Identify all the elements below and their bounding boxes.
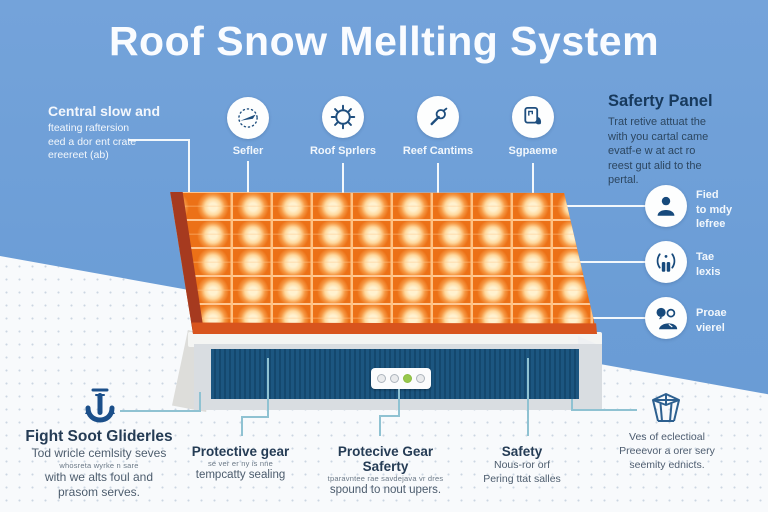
top-icon-label: Roof Sprlers [309,145,376,157]
bottom-item-line: seemity ednicts. [629,459,705,472]
indicator-light [390,374,399,383]
anchor-icon [80,386,120,435]
connector-line [437,163,439,222]
connector-line [199,392,201,412]
connector-line [379,415,400,417]
connector-line [571,409,637,411]
right-item-label: Tae lexis [696,250,768,279]
person-chat-icon [645,297,687,339]
control-panel [371,368,431,389]
label-line: lefree [696,218,726,231]
label-line: lexis [696,265,721,278]
connector-line [592,317,647,319]
safety-note-line: pertal. [608,174,639,187]
connector-line [379,415,381,436]
label-line: Proae [696,307,727,319]
left-note-line: fteating raftersion [48,122,130,134]
person-icon [645,185,687,227]
house-fascia [188,332,602,347]
safety-note-line: evatf-e w at act ro [608,145,696,158]
bottom-item-line: Preeevor a orer sery [619,445,715,458]
right-item-label: Fied to mdy lefree [696,188,768,232]
bottom-item-line: se ver er ny is nne [207,459,274,468]
safety-note-line: Trat retive attuat the [608,116,707,128]
roof-tiles [170,192,597,334]
indicator-light [403,374,412,383]
top-icon-label: Sgpaeme [508,145,558,157]
label-line: to mdy [696,203,733,216]
label-line: Fied [696,189,719,201]
bottom-item: Fight Soot Gliderles Tod wricle cemlsity… [10,428,188,500]
top-icon-label: Reef Cantims [402,145,474,157]
connector-line [120,410,201,412]
bottom-item-line: tparavntee rae savdejava vr dres [327,474,444,483]
indicator-light [416,374,425,383]
bottom-item: Safety Nous-ror orf Pering ttat salles [474,444,570,486]
heated-roof [168,168,600,336]
connector-line [580,261,647,263]
safety-note-line: reest gut alid to the [608,159,702,172]
panel-lever-icon [512,96,554,138]
connector-line [241,416,269,418]
bottom-item-heading: Fight Soot Gliderles [25,428,173,445]
connector-line [567,205,647,207]
top-icon-label: Sefler [232,145,264,157]
gauge-icon [227,97,269,139]
connector-line [342,163,344,203]
bottom-item-line: spound to nout upers. [329,484,442,497]
label-line: vierel [696,321,725,334]
wrench-icon [417,96,459,138]
connector-line [241,416,243,436]
bottom-item-heading: Protective gear [191,444,290,459]
bottom-item: Protective gear se ver er ny is nne temp… [183,444,298,483]
right-item-label: Proae vierel [696,306,768,335]
connector-line [188,139,190,213]
bottom-item-line: prasom serves. [57,485,141,500]
connector-line [267,358,269,418]
left-note-line: eed a dor ent crate [48,135,137,148]
bottom-item-line: Ves of eclectioal [629,431,705,443]
roof-eave [191,322,597,334]
bottom-item-line: tempcatty sealing [195,469,286,482]
person-brackets-icon [645,241,687,283]
connector-line [527,358,529,436]
connector-line [571,399,573,411]
bottom-item-line: Nous-ror orf [493,459,550,471]
bottom-item-line: Pering ttat salles [483,472,561,485]
connector-line [398,389,400,417]
left-note-line: ereereet (ab) [48,149,109,162]
connector-line [247,161,249,223]
label-line: Tae [696,251,715,263]
safety-panel-heading: Saferty Panel [608,92,713,110]
bottom-item-line: whosreta wyrke n sare [59,461,139,470]
safety-panel-note: Saferty Panel Trat retive attuat the wit… [608,92,766,188]
left-note-heading: Central slow and [48,103,161,119]
page-title: Roof Snow Mellting System [108,18,660,64]
cage-icon [648,390,684,433]
left-note: Central slow and fteating raftersion eed… [48,103,208,163]
bottom-item: Protecive Gear Saferty tparavntee rae sa… [318,444,453,498]
bottom-item-line: with we alts foul and [44,470,154,485]
connector-line [128,139,190,141]
bottom-item: Ves of eclectioal Preeevor a orer sery s… [598,430,736,473]
bottom-item-heading: Protecive Gear Saferty [337,444,434,474]
connector-line [532,163,534,203]
bottom-item-heading: Safety [501,444,543,459]
indicator-light [377,374,386,383]
bottom-item-line: Tod wricle cemlsity seves [31,446,167,460]
sun-icon [322,96,364,138]
safety-note-line: with you cartal came [608,130,709,143]
